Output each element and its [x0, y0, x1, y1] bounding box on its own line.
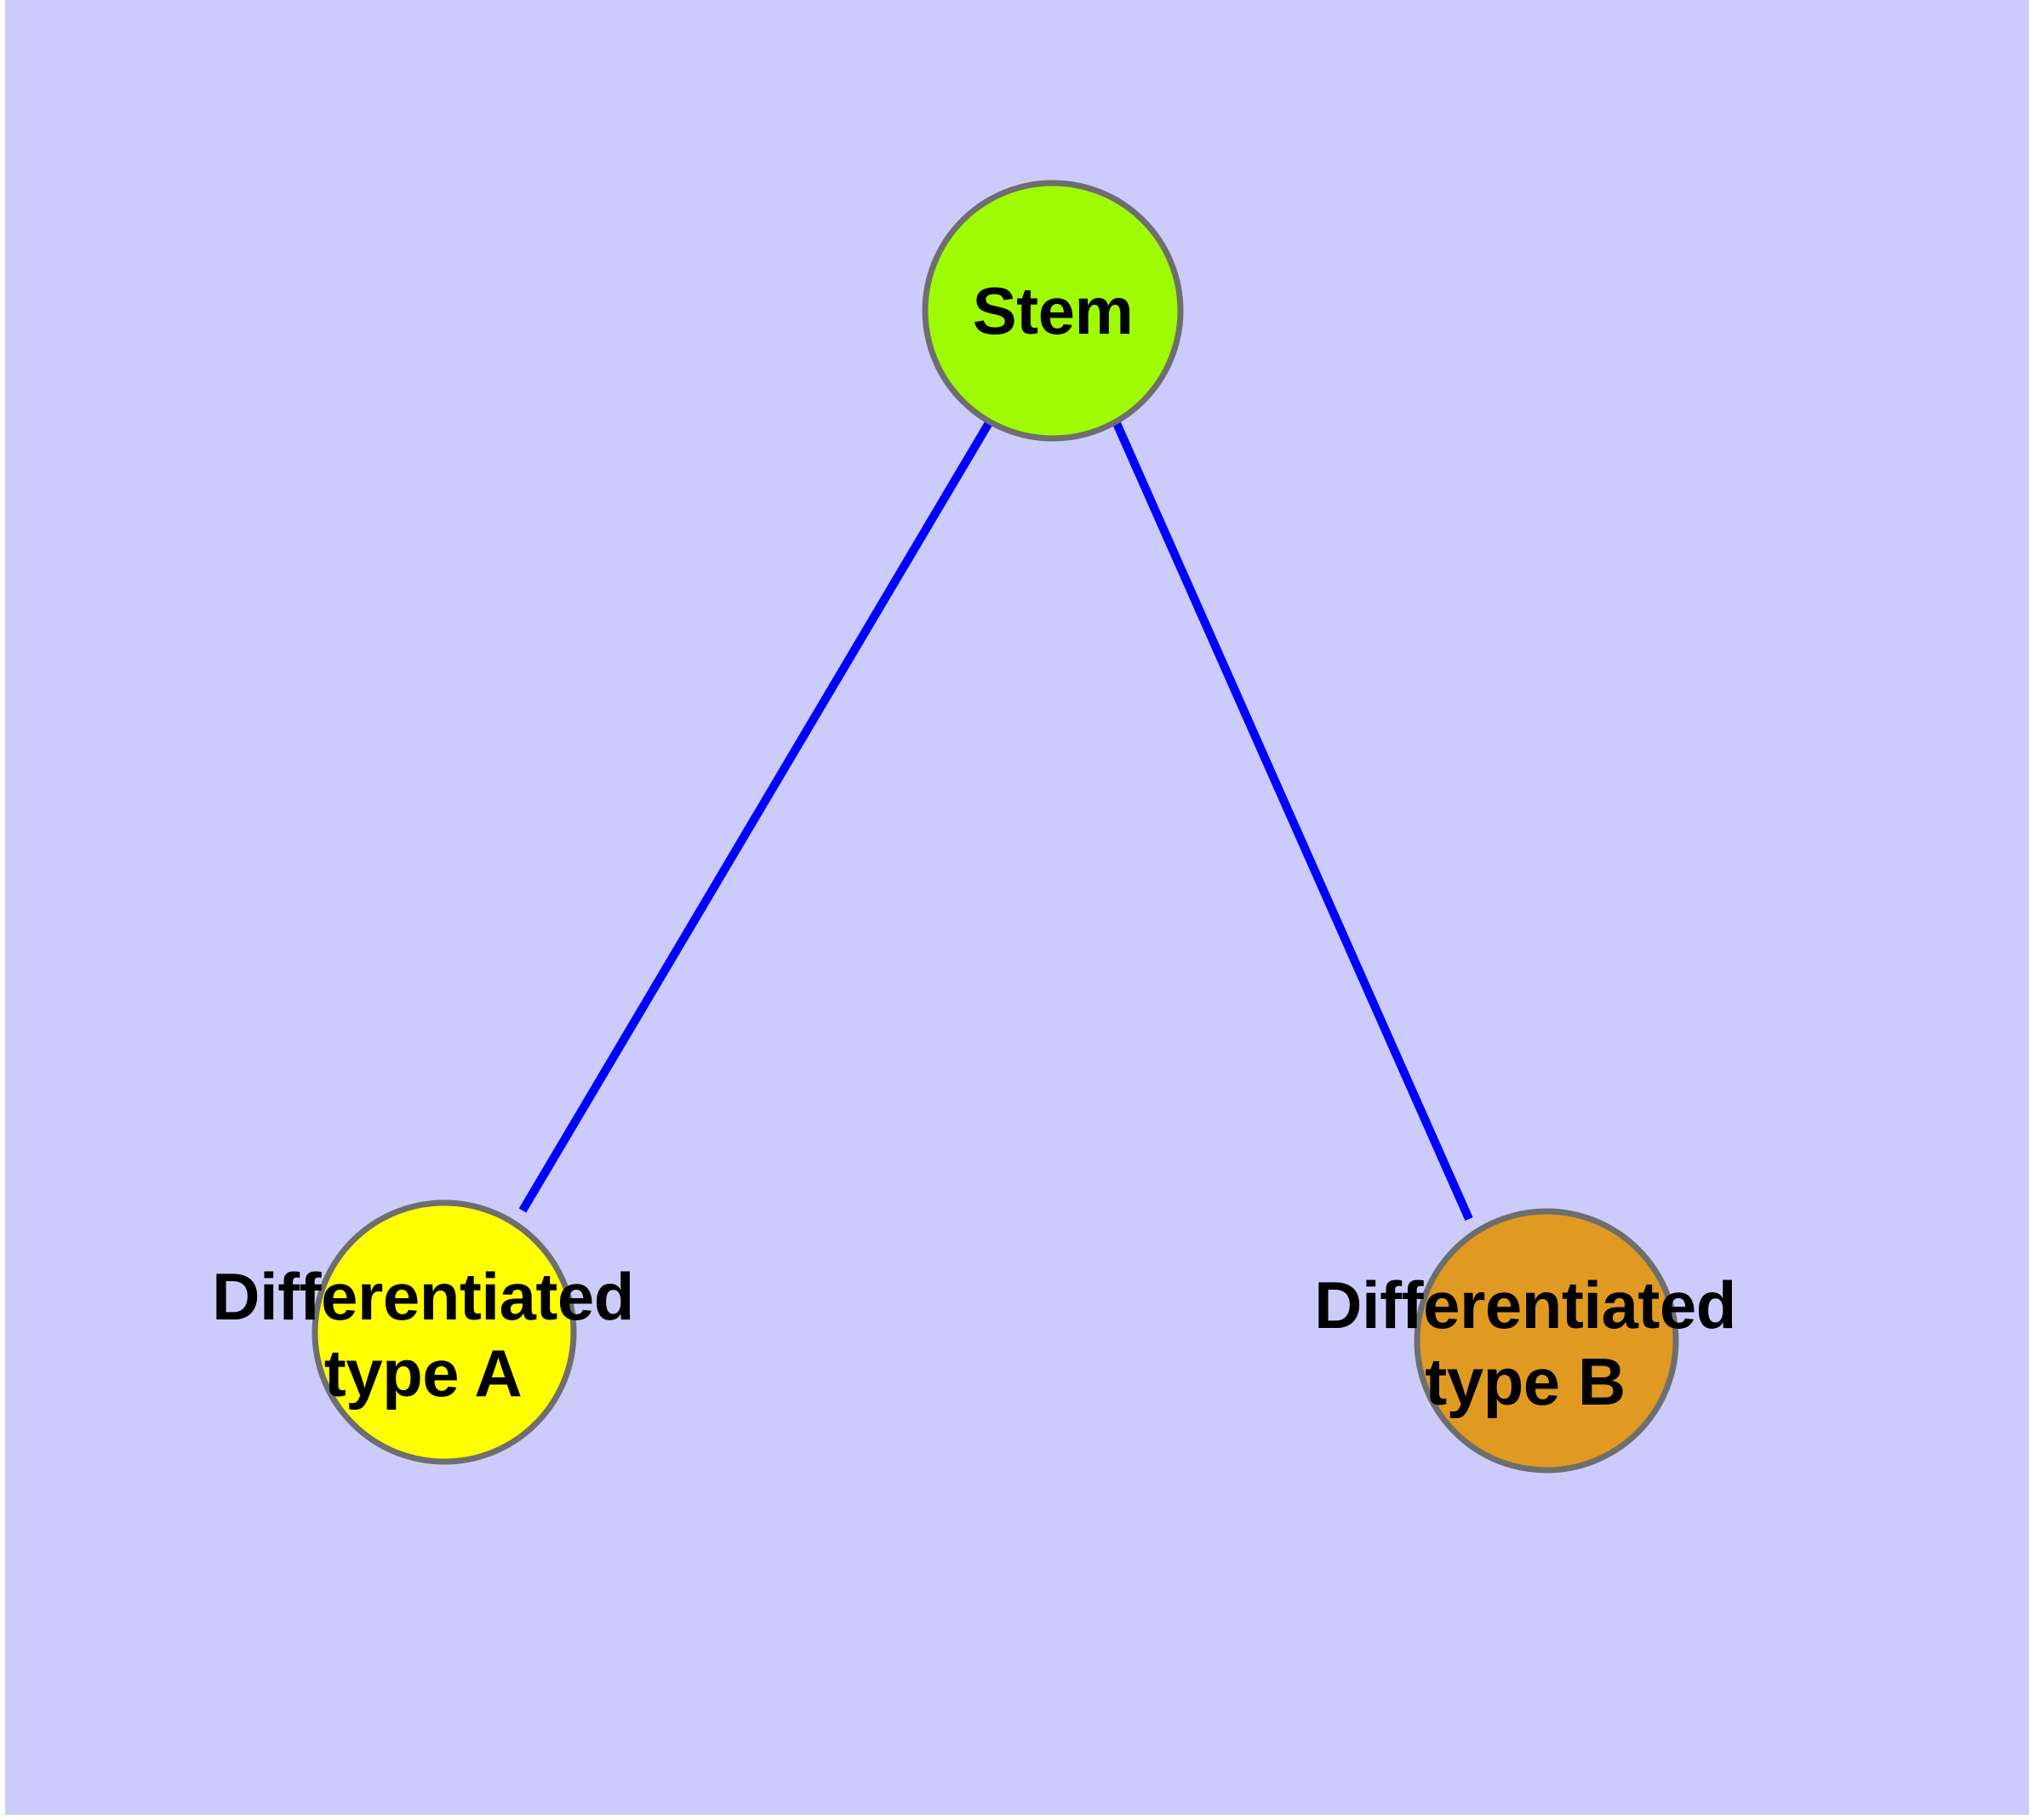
edge-stem-to-diff-a	[518, 419, 994, 1213]
node-differentiated-type-b[interactable]	[1414, 1208, 1679, 1474]
edge-layer	[518, 419, 1473, 1222]
node-differentiated-type-a[interactable]	[311, 1199, 577, 1465]
node-layer	[311, 180, 1679, 1474]
edge-stem-to-diff-b	[1112, 419, 1473, 1222]
node-stem[interactable]	[922, 180, 1184, 442]
